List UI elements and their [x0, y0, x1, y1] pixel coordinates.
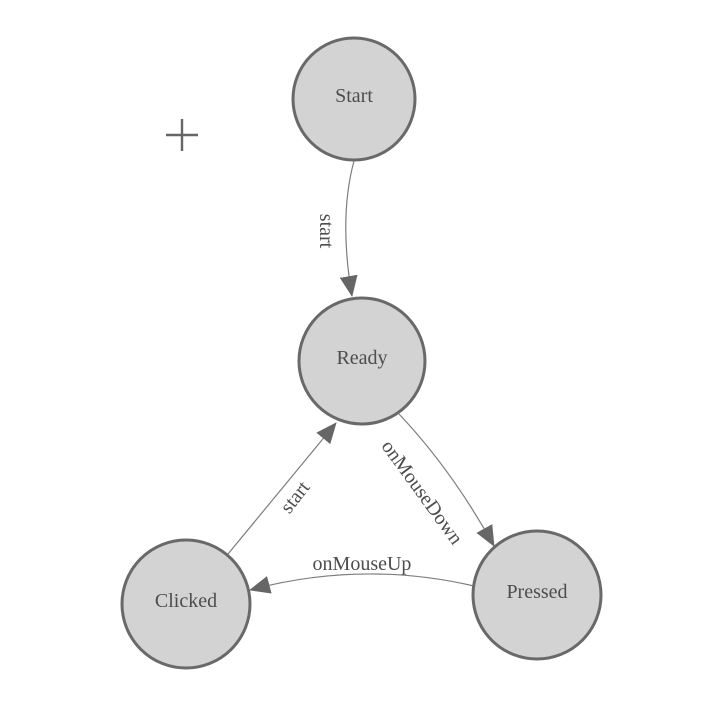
edge-ready-to-pressed[interactable] [398, 413, 495, 547]
edge-pressed-to-clicked[interactable] [249, 573, 475, 594]
edge-start-to-ready[interactable] [339, 160, 358, 297]
plus-icon [166, 119, 198, 151]
state-label-pressed: Pressed [506, 581, 567, 603]
state-label-clicked: Clicked [155, 590, 217, 612]
state-node-start[interactable]: Start [291, 36, 417, 162]
edge-label-start-to-ready: start [315, 214, 337, 249]
state-circle-clicked[interactable] [120, 538, 252, 670]
edge-label-clicked-to-ready: start [276, 477, 315, 518]
state-label-start: Start [335, 85, 373, 107]
edges-layer [227, 160, 495, 594]
state-node-pressed[interactable]: Pressed [471, 529, 603, 661]
state-node-clicked[interactable]: Clicked [120, 538, 252, 670]
edge-label-pressed-to-clicked: onMouseUp [313, 553, 412, 575]
edge-label-ready-to-pressed: onMouseDown [377, 436, 467, 549]
state-circle-start[interactable] [291, 36, 417, 162]
state-circle-pressed[interactable] [471, 529, 603, 661]
edge-clicked-to-ready[interactable] [227, 422, 337, 555]
state-node-ready[interactable]: Ready [297, 296, 427, 426]
state-label-ready: Ready [336, 347, 387, 369]
state-circle-ready[interactable] [297, 296, 427, 426]
